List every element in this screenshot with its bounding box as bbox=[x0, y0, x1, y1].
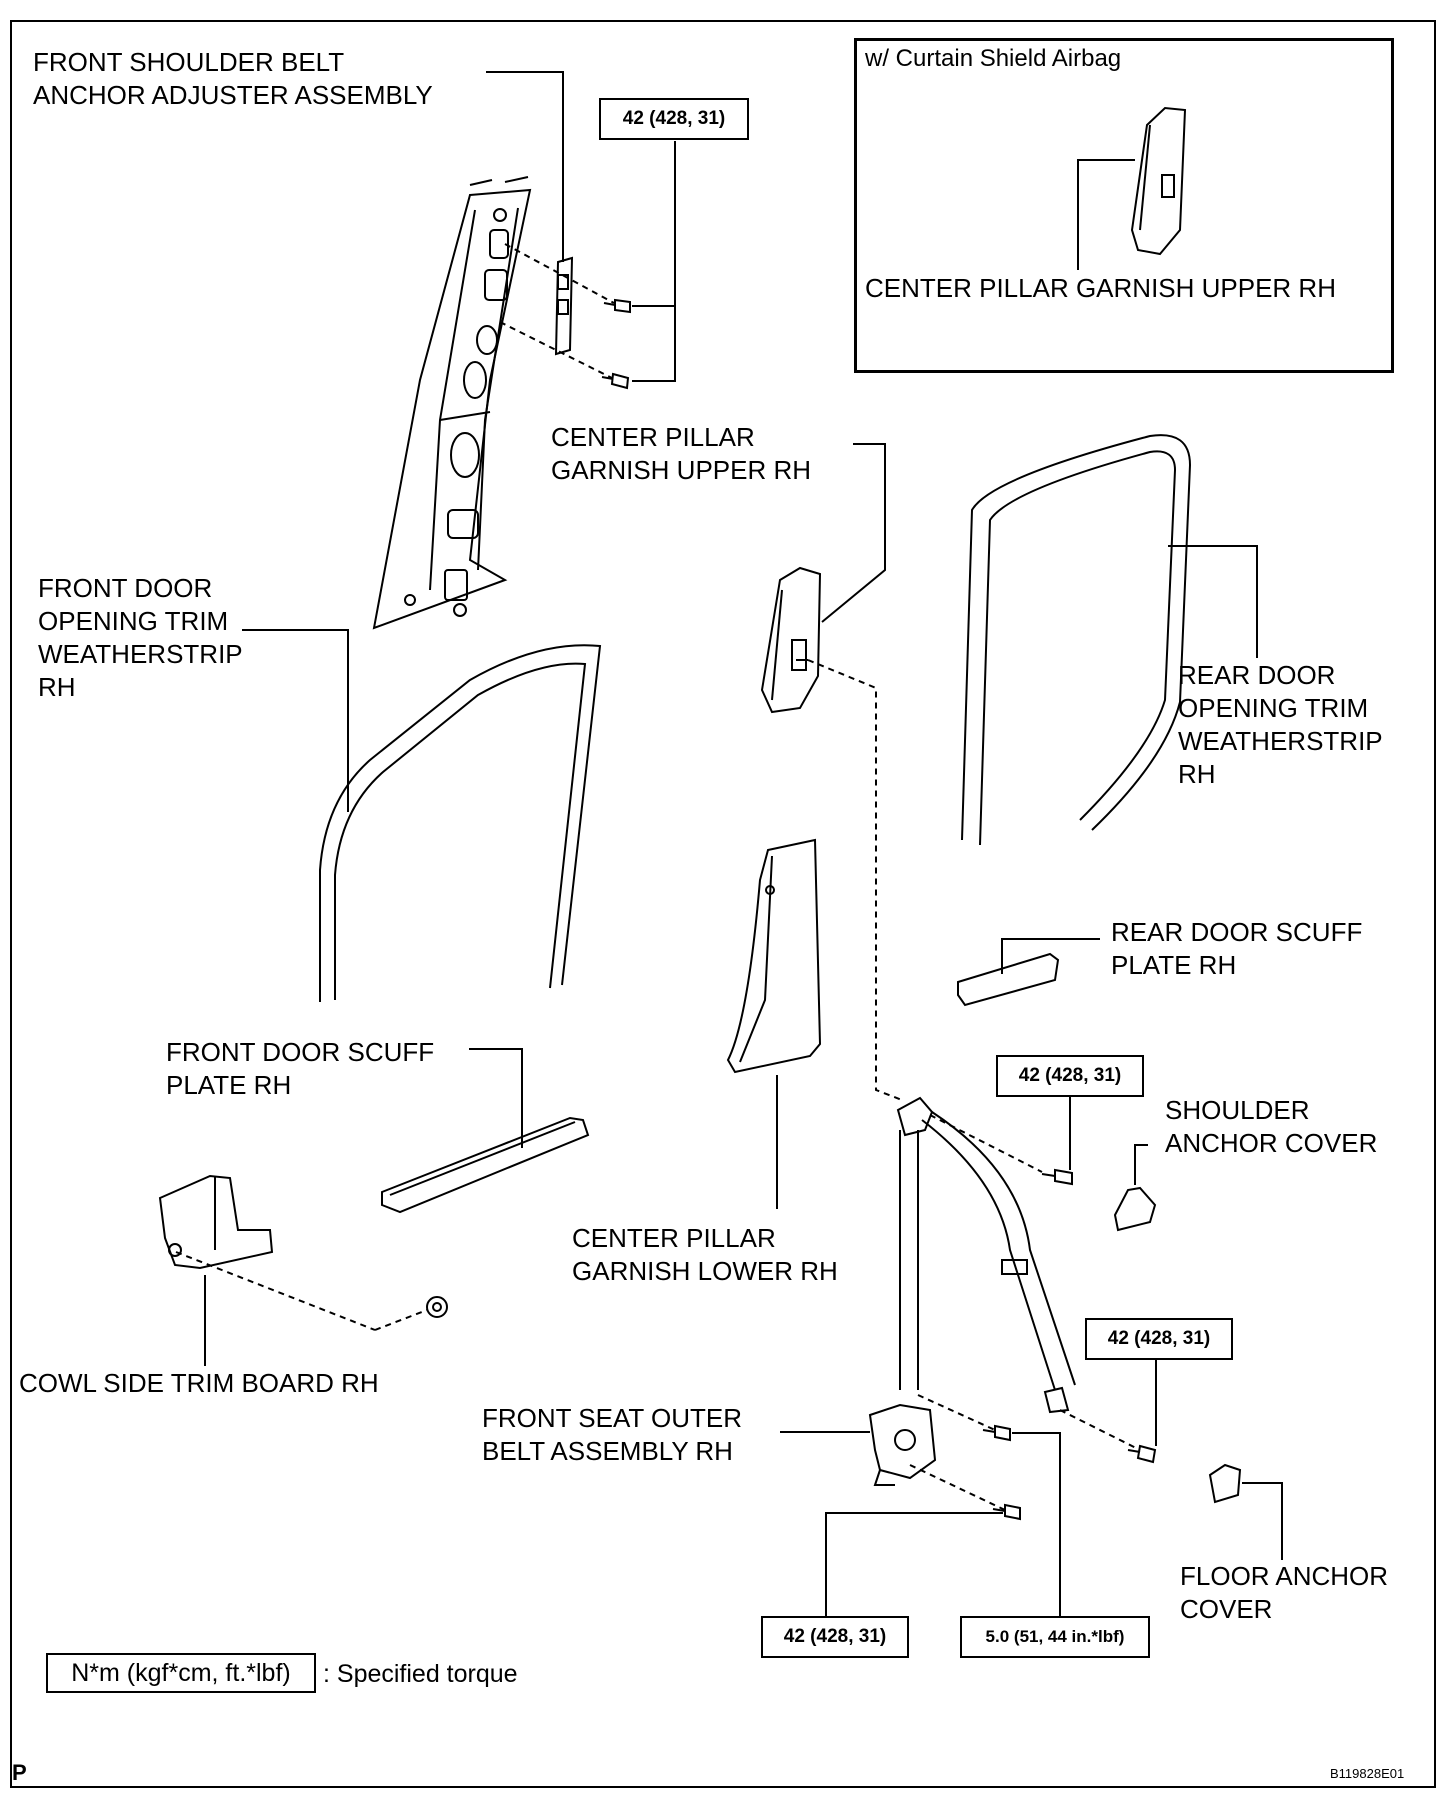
front-door-scuff-plate bbox=[381, 1116, 590, 1214]
inset-caption: w/ Curtain Shield Airbag bbox=[865, 45, 1122, 72]
torque-legend-text: : Specified torque bbox=[323, 1660, 518, 1688]
front-seat-outer-belt-assembly bbox=[868, 1096, 1076, 1486]
label-rear-door-opening-trim: REAR DOOR OPENING TRIM WEATHERSTRIP RH bbox=[1178, 660, 1383, 789]
floor-anchor-bolt bbox=[1127, 1444, 1157, 1464]
figure-code: B119828E01 bbox=[1330, 1766, 1405, 1781]
retractor-bolt bbox=[992, 1503, 1021, 1521]
center-pillar-garnish-upper bbox=[760, 566, 822, 714]
torque-adjuster: 42 (428, 31) bbox=[599, 98, 749, 140]
label-front-shoulder-belt-anchor-adjuster: FRONT SHOULDER BELT ANCHOR ADJUSTER ASSE… bbox=[33, 47, 433, 110]
diagram-frame bbox=[10, 20, 1436, 1788]
floor-anchor-cover bbox=[1208, 1463, 1242, 1504]
label-center-pillar-garnish-lower: CENTER PILLAR GARNISH LOWER RH bbox=[572, 1223, 838, 1286]
retractor-screw bbox=[982, 1424, 1011, 1442]
body-center-pillar bbox=[372, 176, 532, 630]
label-front-door-opening-trim: FRONT DOOR OPENING TRIM WEATHERSTRIP RH bbox=[38, 573, 243, 702]
torque-retractor-screw: 5.0 (51, 44 in.*lbf) bbox=[960, 1616, 1150, 1658]
inset-center-pillar-garnish-upper bbox=[1130, 106, 1187, 256]
torque-floor-anchor: 42 (428, 31) bbox=[1085, 1318, 1233, 1360]
shoulder-anchor-bolt bbox=[1041, 1168, 1073, 1186]
shoulder-belt-adjuster bbox=[554, 256, 574, 356]
rear-door-scuff-plate bbox=[957, 946, 1060, 1007]
shoulder-anchor-cover bbox=[1113, 1186, 1157, 1232]
adjuster-bolt-upper bbox=[603, 298, 631, 314]
label-cowl-side-trim-board: COWL SIDE TRIM BOARD RH bbox=[19, 1368, 379, 1398]
cowl-side-trim-board bbox=[158, 1174, 274, 1270]
center-pillar-garnish-lower bbox=[726, 838, 822, 1074]
label-floor-anchor-cover: FLOOR ANCHOR COVER bbox=[1180, 1561, 1389, 1624]
label-center-pillar-garnish-upper: CENTER PILLAR GARNISH UPPER RH bbox=[551, 422, 812, 485]
inset-part-label: CENTER PILLAR GARNISH UPPER RH bbox=[865, 273, 1336, 303]
label-front-door-scuff-plate: FRONT DOOR SCUFF PLATE RH bbox=[166, 1037, 435, 1100]
torque-shoulder-anchor: 42 (428, 31) bbox=[996, 1055, 1144, 1097]
label-shoulder-anchor-cover: SHOULDER ANCHOR COVER bbox=[1165, 1095, 1378, 1158]
label-rear-door-scuff-plate: REAR DOOR SCUFF PLATE RH bbox=[1111, 917, 1363, 980]
curtain-shield-airbag-inset: w/ Curtain Shield Airbag CENTER PILLAR G… bbox=[854, 38, 1394, 373]
torque-legend-box: N*m (kgf*cm, ft.*lbf) bbox=[46, 1653, 316, 1693]
page-letter: P bbox=[12, 1760, 27, 1785]
rear-door-weatherstrip bbox=[961, 434, 1192, 846]
cowl-clip bbox=[426, 1296, 448, 1318]
label-front-seat-outer-belt: FRONT SEAT OUTER BELT ASSEMBLY RH bbox=[482, 1403, 743, 1466]
torque-retractor-bolt: 42 (428, 31) bbox=[761, 1616, 909, 1658]
front-door-weatherstrip bbox=[319, 644, 602, 1002]
adjuster-bolt-lower bbox=[601, 372, 630, 390]
